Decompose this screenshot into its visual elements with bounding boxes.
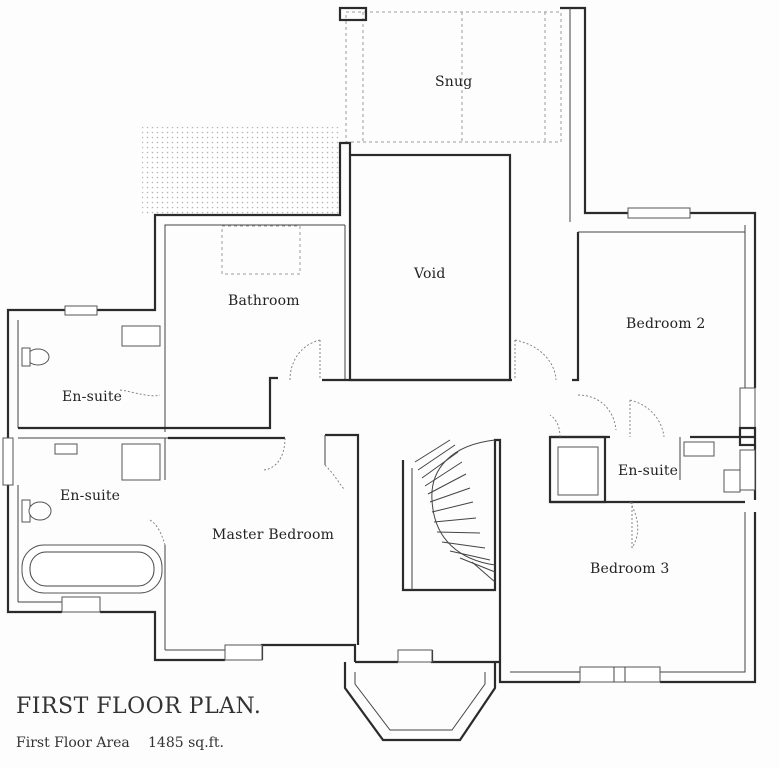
snug-outline	[345, 11, 562, 143]
room-label-bathroom: Bathroom	[228, 293, 300, 309]
room-label-snug: Snug	[435, 74, 473, 90]
windows	[2, 207, 757, 683]
terrace-hatch	[142, 127, 340, 215]
room-label-ensuite-2: En-suite	[60, 488, 121, 504]
room-label-void: Void	[414, 266, 446, 282]
interior-walls	[17, 153, 755, 662]
fixtures	[21, 225, 741, 594]
room-label-bedroom-3: Bedroom 3	[590, 561, 670, 577]
room-label-master-bedroom: Master Bedroom	[212, 527, 335, 543]
room-label-bedroom-2: Bedroom 2	[626, 316, 706, 332]
plan-area-label: First Floor Area	[16, 735, 130, 751]
door-swings	[119, 339, 665, 549]
room-label-ensuite-1: En-suite	[62, 389, 123, 405]
room-label-ensuite-3: En-suite	[618, 463, 679, 479]
exterior-walls	[6, 6, 757, 742]
plan-area-value: 1485 sq.ft.	[148, 735, 224, 751]
staircase	[414, 439, 496, 583]
plan-title: FIRST FLOOR PLAN.	[16, 694, 262, 719]
